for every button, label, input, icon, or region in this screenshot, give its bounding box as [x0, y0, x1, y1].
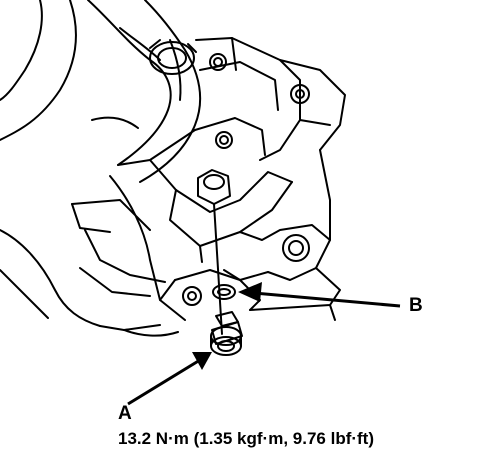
housing-bolts: [182, 53, 310, 306]
engine-block-body: [0, 149, 341, 337]
drain-bolt: [210, 311, 243, 356]
o-ring: [212, 284, 236, 300]
alignment-line: [213, 203, 223, 335]
upper-plug-boss: [169, 169, 293, 263]
upper-housing: [117, 37, 346, 166]
callout-label-a: A: [118, 403, 132, 424]
callout-a-arrow: [127, 352, 212, 406]
coolant-hose: [0, 0, 202, 183]
callout-b-arrow: [238, 282, 401, 308]
hose-clamp: [149, 39, 197, 75]
callout-label-b: B: [409, 295, 423, 316]
torque-specification: 13.2 N·m (1.35 kgf·m, 9.76 lbf·ft): [118, 429, 375, 448]
